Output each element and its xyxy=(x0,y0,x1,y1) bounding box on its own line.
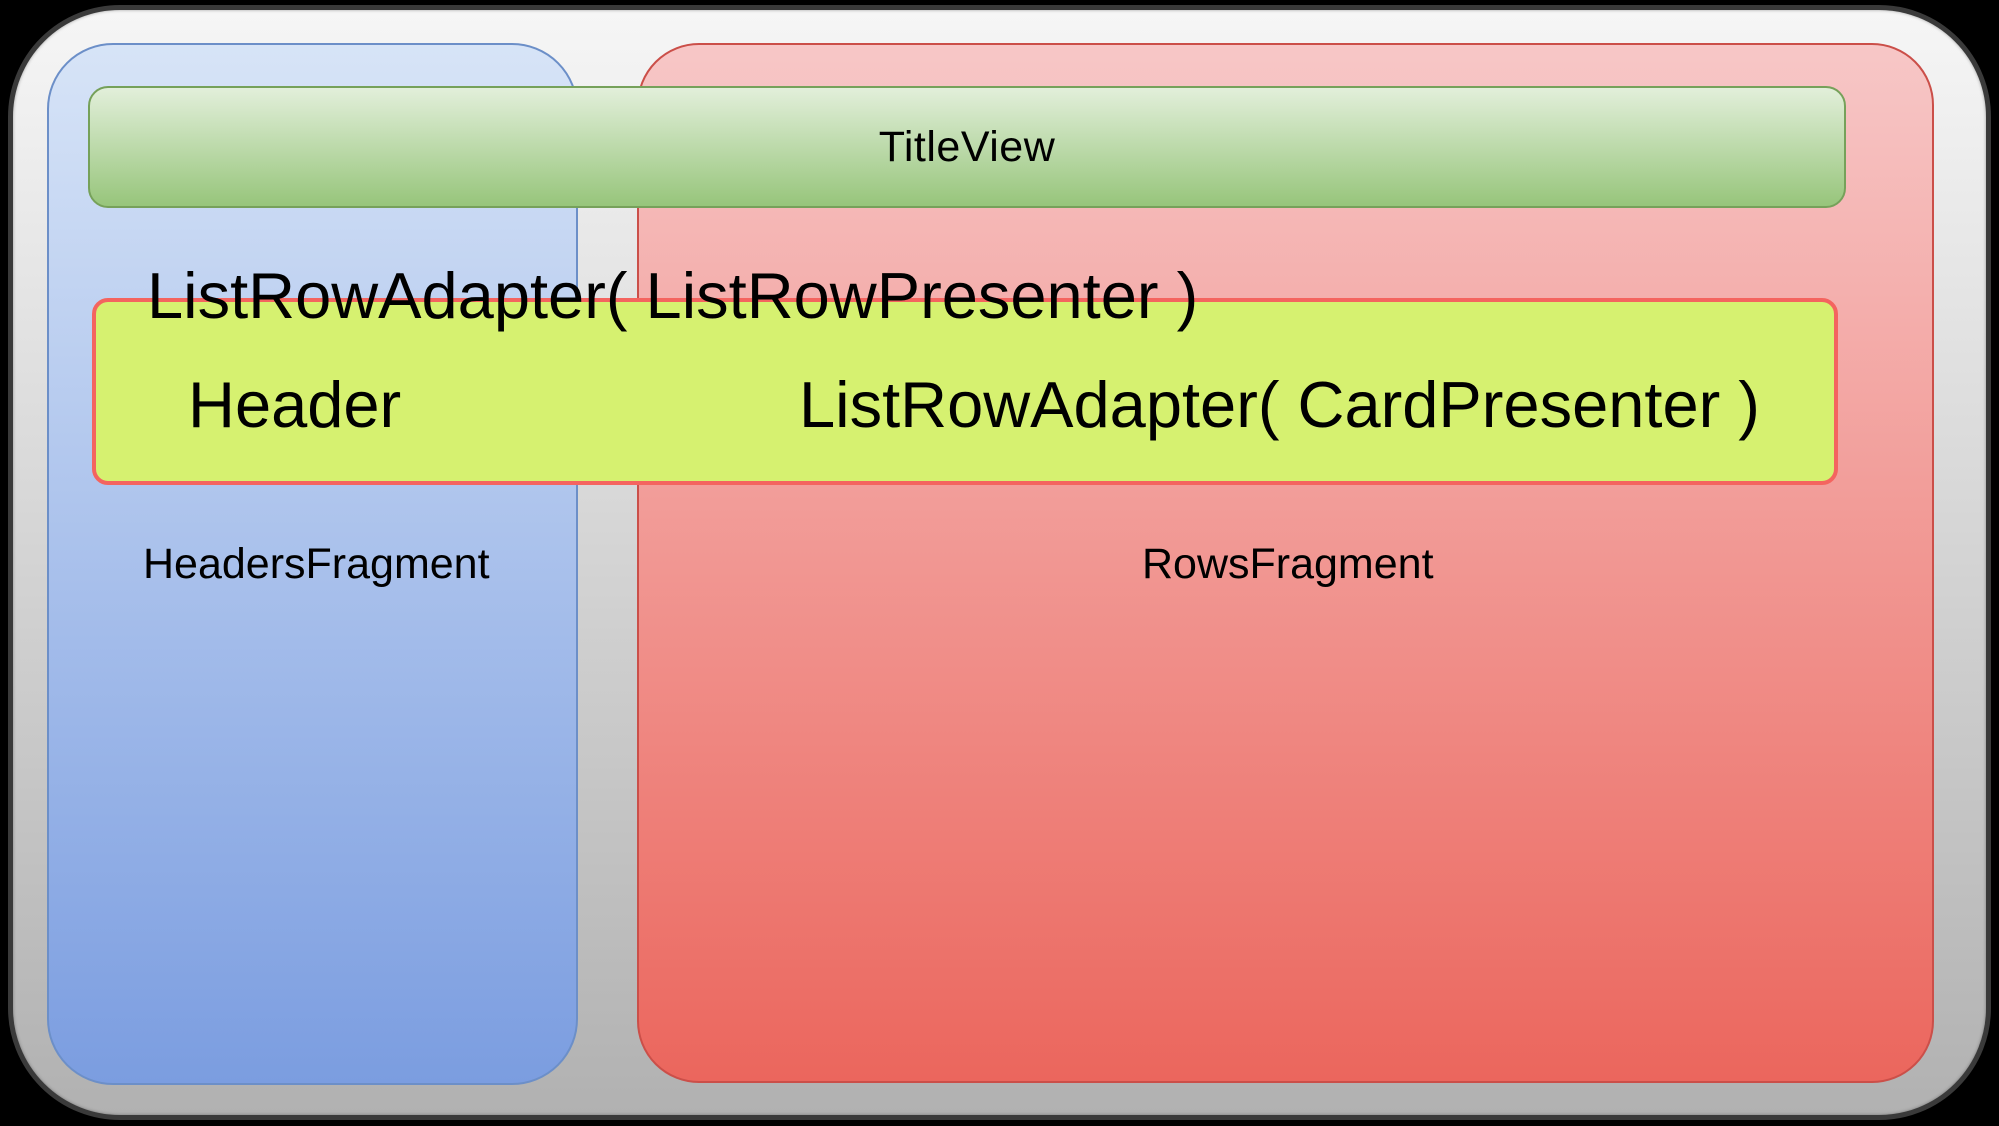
rows-fragment-region xyxy=(637,43,1934,1083)
list-row-presenter-annotation: ListRowAdapter( ListRowPresenter ) xyxy=(147,259,1199,332)
card-presenter-annotation: ListRowAdapter( CardPresenter ) xyxy=(799,368,1760,441)
title-view-label: TitleView xyxy=(878,122,1056,171)
rows-fragment-label: RowsFragment xyxy=(1142,540,1434,588)
header-annotation: Header xyxy=(188,368,402,441)
title-view-bar: TitleView xyxy=(88,86,1846,208)
list-row-adapter-box xyxy=(92,298,1838,485)
headers-fragment-label: HeadersFragment xyxy=(143,540,490,588)
headers-fragment-region xyxy=(47,43,578,1085)
